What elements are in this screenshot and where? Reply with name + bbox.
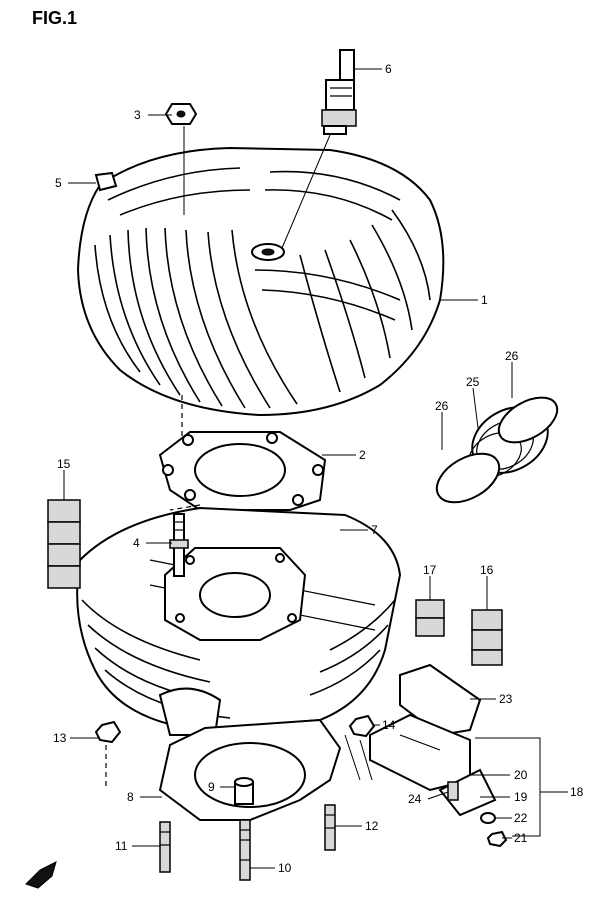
callout-5: 5 <box>55 176 62 190</box>
stud-11 <box>159 821 171 873</box>
callout-23: 23 <box>499 692 513 706</box>
stud-10 <box>239 819 251 881</box>
rubber-cap <box>94 171 118 192</box>
callout-10: 10 <box>278 861 292 875</box>
leader-lines <box>63 68 568 869</box>
callout-17: 17 <box>423 563 437 577</box>
callout-25: 25 <box>466 375 480 389</box>
cushion-17 <box>415 599 445 637</box>
callout-20: 20 <box>514 768 528 782</box>
dowel-pin <box>234 777 254 805</box>
callout-11: 11 <box>115 839 128 853</box>
nut-14 <box>344 714 376 781</box>
callout-22: 22 <box>514 811 528 825</box>
group-bracket-18 <box>475 737 541 837</box>
clamp-26-right <box>497 396 559 444</box>
reed-stopper <box>438 768 497 817</box>
callout-21: 21 <box>514 831 528 845</box>
callout-13: 13 <box>53 731 67 745</box>
callout-24: 24 <box>408 792 422 806</box>
head-nut <box>164 103 198 215</box>
stud-12 <box>324 804 336 851</box>
callout-9: 9 <box>208 780 215 794</box>
callout-16: 16 <box>480 563 494 577</box>
front-arrow-icon <box>25 861 57 889</box>
callout-26-left: 26 <box>435 399 449 413</box>
reed-valve-gasket <box>399 663 482 737</box>
figure-title: FIG.1 <box>32 8 77 28</box>
callout-6: 6 <box>385 62 392 76</box>
nut-21 <box>486 830 508 848</box>
cooling-fins <box>94 167 431 409</box>
screw-24 <box>447 781 459 801</box>
callout-1: 1 <box>481 293 488 307</box>
clamp-26-left <box>435 452 501 504</box>
nut-13 <box>94 720 122 790</box>
callout-12: 12 <box>365 819 379 833</box>
cylinder-head <box>76 146 445 417</box>
callout-26-right: 26 <box>505 349 519 363</box>
callout-8: 8 <box>127 790 134 804</box>
cylinder <box>76 506 402 736</box>
callout-7: 7 <box>371 523 378 537</box>
callout-14: 14 <box>382 718 396 732</box>
callout-labels: 1 2 3 4 5 6 7 8 9 10 11 12 13 14 15 16 1… <box>53 62 584 875</box>
callout-2: 2 <box>359 448 366 462</box>
base-gasket <box>158 718 342 821</box>
callout-19: 19 <box>514 790 528 804</box>
washer-22 <box>480 812 496 824</box>
head-gasket <box>158 431 327 511</box>
callout-4: 4 <box>133 536 140 550</box>
spark-plug <box>281 49 357 249</box>
callout-18: 18 <box>570 785 584 799</box>
callout-15: 15 <box>57 457 71 471</box>
cushion-stack-15 <box>47 499 81 589</box>
callout-3: 3 <box>134 108 141 122</box>
stud-bolt <box>169 513 189 577</box>
cushion-16 <box>471 609 503 666</box>
